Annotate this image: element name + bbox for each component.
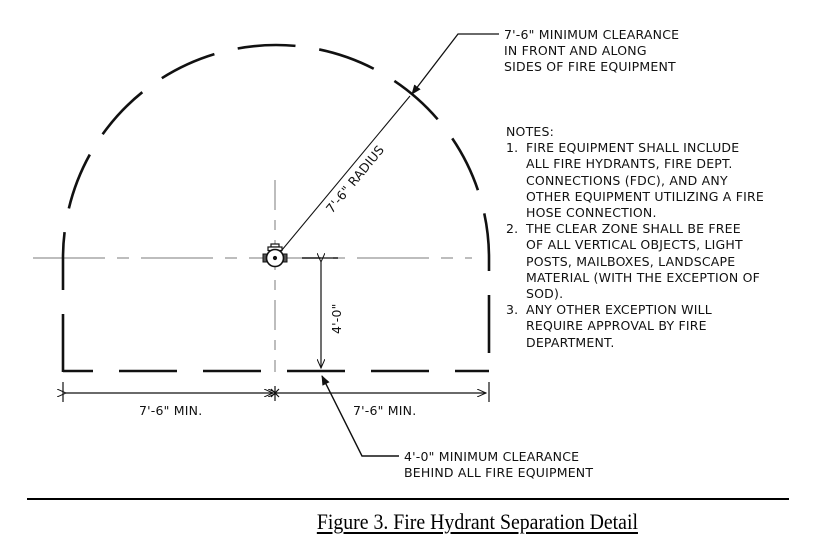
rear-depth-label: 4'-0" <box>329 303 344 334</box>
note-number: 1. <box>506 140 519 156</box>
rear-clearance-line-1: 4'-0" MINIMUM CLEARANCE <box>404 449 579 464</box>
note-line: ALL FIRE HYDRANTS, FIRE DEPT. <box>526 156 733 172</box>
note-line: ANY OTHER EXCEPTION WILL <box>526 302 712 318</box>
note-line: OTHER EQUIPMENT UTILIZING A FIRE <box>526 188 764 204</box>
note-line: CONNECTIONS (FDC), AND ANY <box>526 172 728 188</box>
note-line: POSTS, MAILBOXES, LANDSCAPE <box>526 253 736 269</box>
clear-zone-outline <box>61 43 491 373</box>
rear-clearance-line-2: BEHIND ALL FIRE EQUIPMENT <box>404 465 593 480</box>
note-item-3: 3. ANY OTHER EXCEPTION WILL REQUIRE APPR… <box>506 302 806 351</box>
note-item-1: 1. FIRE EQUIPMENT SHALL INCLUDE ALL FIRE… <box>506 140 806 221</box>
radius-label: 7'-6" RADIUS <box>323 142 387 216</box>
rear-clearance-leader <box>321 375 399 457</box>
width-dimension <box>63 382 490 402</box>
notes-heading: NOTES: <box>506 124 555 139</box>
notes-block: NOTES: 1. FIRE EQUIPMENT SHALL INCLUDE A… <box>506 124 806 351</box>
left-width-label: 7'-6" MIN. <box>139 403 202 418</box>
note-line: THE CLEAR ZONE SHALL BE FREE <box>526 221 741 237</box>
figure-caption-text: Figure 3. Fire Hydrant Separation Detail <box>316 509 639 534</box>
centerlines <box>33 180 472 372</box>
note-number: 3. <box>506 302 519 318</box>
note-line: HOSE CONNECTION. <box>526 205 657 221</box>
note-line: OF ALL VERTICAL OBJECTS, LIGHT <box>526 237 743 253</box>
fire-hydrant-icon <box>262 243 288 268</box>
note-item-2: 2. THE CLEAR ZONE SHALL BE FREE OF ALL V… <box>506 221 806 302</box>
radius-line <box>276 95 411 257</box>
front-clearance-line-2: IN FRONT AND ALONG <box>504 43 647 58</box>
note-line: SOD). <box>526 286 564 302</box>
caption-divider <box>27 498 789 500</box>
front-clearance-leader <box>411 33 499 95</box>
right-width-label: 7'-6" MIN. <box>353 403 416 418</box>
note-line: FIRE EQUIPMENT SHALL INCLUDE <box>526 140 740 156</box>
figure-caption: Figure 3. Fire Hydrant Separation Detail <box>0 509 815 535</box>
note-line: MATERIAL (WITH THE EXCEPTION OF <box>526 269 761 285</box>
front-clearance-line-3: SIDES OF FIRE EQUIPMENT <box>504 59 676 74</box>
rear-depth-dimension <box>302 258 338 368</box>
note-line: REQUIRE APPROVAL BY FIRE <box>526 318 707 334</box>
note-number: 2. <box>506 221 519 237</box>
clearance-arc <box>61 43 491 372</box>
front-clearance-line-1: 7'-6" MINIMUM CLEARANCE <box>504 27 679 42</box>
note-line: DEPARTMENT. <box>526 334 615 350</box>
